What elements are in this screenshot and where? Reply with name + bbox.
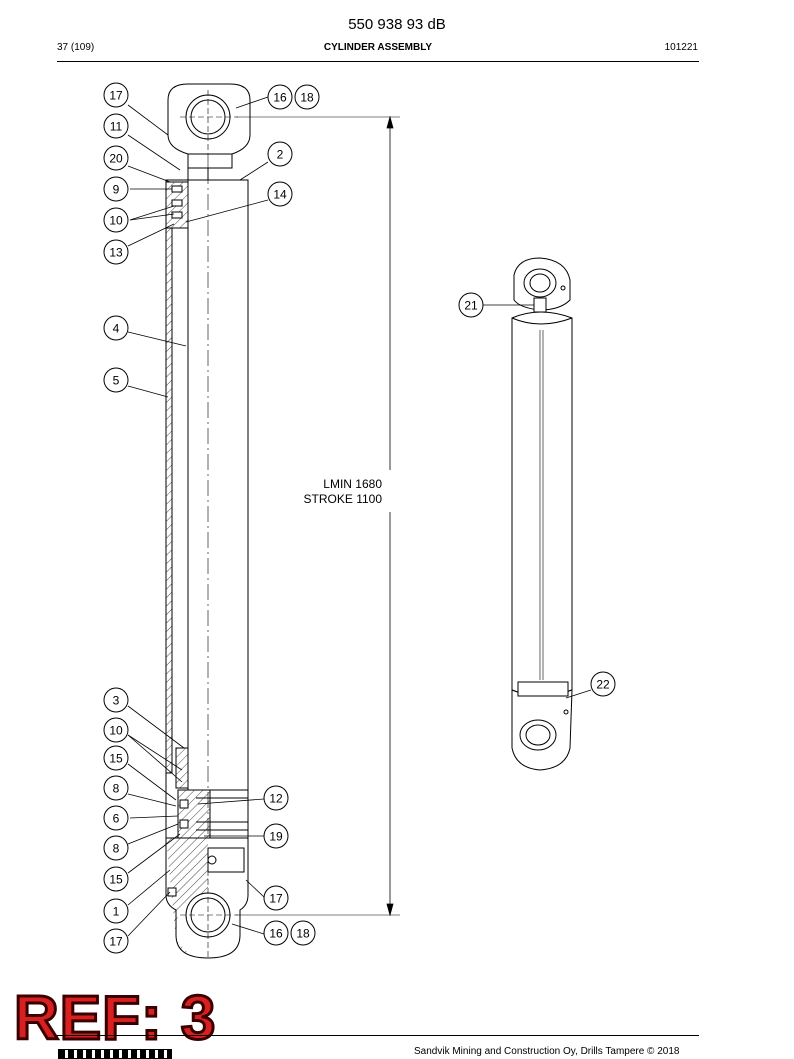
- callout-6: 6: [103, 805, 129, 831]
- callout-9: 9: [103, 176, 129, 202]
- stroke-label: STROKE 1100: [303, 492, 382, 506]
- callout-10-top: 10: [103, 207, 129, 233]
- svg-text:17: 17: [109, 935, 123, 949]
- svg-text:14: 14: [273, 188, 287, 202]
- callout-14: 14: [267, 181, 293, 207]
- svg-text:1: 1: [113, 905, 120, 919]
- callout-1: 1: [103, 898, 129, 924]
- callout-17-top: 17: [103, 82, 129, 108]
- svg-text:4: 4: [113, 322, 120, 336]
- callout-12: 12: [263, 785, 289, 811]
- cylinder-perspective-view: [511, 257, 573, 771]
- svg-text:5: 5: [113, 374, 120, 388]
- header-rule: [57, 61, 699, 62]
- callout-11: 11: [103, 113, 129, 139]
- callout-16-bottom: 16: [263, 920, 289, 946]
- document-code: 101221: [664, 42, 698, 53]
- svg-text:11: 11: [110, 120, 123, 134]
- svg-text:13: 13: [109, 246, 123, 260]
- main-cylinder-section: [165, 83, 251, 959]
- svg-text:19: 19: [269, 830, 283, 844]
- callout-15-upper: 15: [103, 745, 129, 771]
- callout-21: 21: [458, 292, 484, 318]
- callout-8-lower: 8: [103, 835, 129, 861]
- svg-text:16: 16: [269, 927, 283, 941]
- svg-text:15: 15: [109, 873, 123, 887]
- callout-16-top: 16: [267, 84, 293, 110]
- company-logo: [58, 1049, 172, 1059]
- svg-text:15: 15: [109, 752, 123, 766]
- document-title: 550 938 93 dB: [348, 16, 446, 33]
- svg-text:16: 16: [273, 91, 287, 105]
- svg-text:8: 8: [113, 782, 120, 796]
- svg-text:17: 17: [109, 89, 123, 103]
- footer-rule: [57, 1035, 699, 1036]
- callout-5: 5: [103, 367, 129, 393]
- svg-text:20: 20: [109, 152, 123, 166]
- svg-text:22: 22: [596, 678, 610, 692]
- svg-text:21: 21: [464, 299, 478, 313]
- svg-text:6: 6: [113, 812, 120, 826]
- callout-2: 2: [267, 141, 293, 167]
- callout-10-bottom: 10: [103, 717, 129, 743]
- svg-text:17: 17: [269, 892, 283, 906]
- callout-22: 22: [590, 671, 616, 697]
- page-number: 37 (109): [57, 42, 95, 53]
- svg-text:10: 10: [109, 724, 123, 738]
- section-title: CYLINDER ASSEMBLY: [323, 42, 433, 53]
- callout-13: 13: [103, 239, 129, 265]
- svg-text:12: 12: [269, 792, 283, 806]
- leader-lines: [127, 96, 592, 937]
- callout-17-bottom-left: 17: [103, 928, 129, 954]
- lmin-label: LMIN 1680: [323, 477, 382, 491]
- callout-8-upper: 8: [103, 775, 129, 801]
- callout-17-bottom-right: 17: [263, 885, 289, 911]
- callout-18-top: 18: [294, 84, 320, 110]
- callout-20: 20: [103, 145, 129, 171]
- callout-15-lower: 15: [103, 866, 129, 892]
- svg-text:2: 2: [277, 148, 284, 162]
- svg-text:3: 3: [113, 694, 120, 708]
- svg-text:18: 18: [296, 927, 310, 941]
- svg-text:18: 18: [300, 91, 314, 105]
- callout-18-bottom: 18: [290, 920, 316, 946]
- callout-4: 4: [103, 315, 129, 341]
- stroke-dimension: [236, 115, 400, 917]
- svg-text:10: 10: [109, 214, 123, 228]
- svg-text:9: 9: [113, 183, 120, 197]
- svg-text:8: 8: [113, 842, 120, 856]
- ref-stamp: REF: 3: [12, 983, 217, 1055]
- callout-19: 19: [263, 823, 289, 849]
- callout-3: 3: [103, 687, 129, 713]
- footer-copyright: Sandvik Mining and Construction Oy, Dril…: [414, 1046, 680, 1057]
